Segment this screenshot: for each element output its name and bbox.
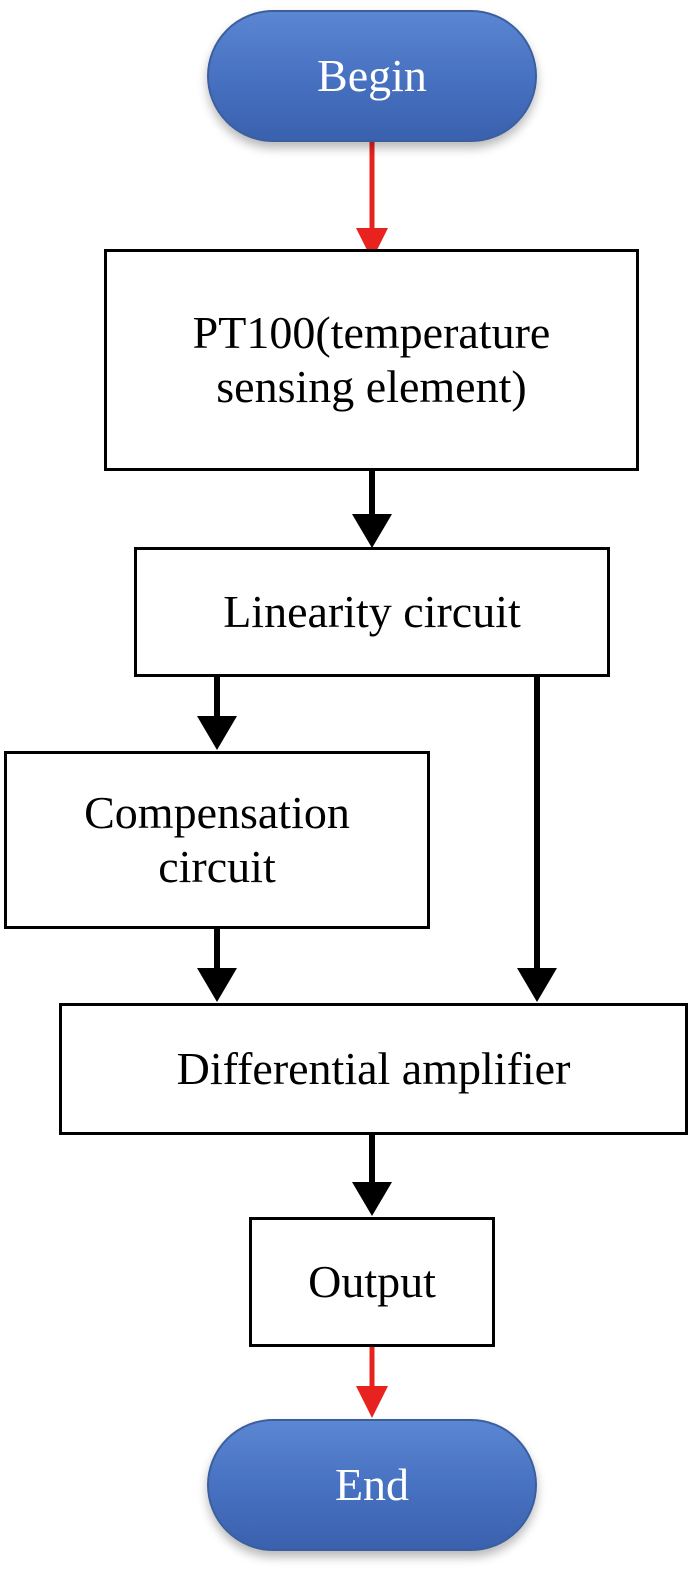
linearity-circuit-label: Linearity circuit <box>223 585 521 637</box>
pt100-label-line1: PT100(temperature <box>192 306 551 358</box>
compensation-circuit-box: Compensation circuit <box>4 751 430 929</box>
edge-compensation-to-differential <box>197 928 237 1002</box>
pt100-box: PT100(temperature sensing element) <box>104 249 639 471</box>
edge-output-to-end <box>356 1346 388 1418</box>
edge-linearity-to-compensation <box>197 676 237 750</box>
edge-pt100-to-linearity <box>352 470 392 548</box>
output-box: Output <box>249 1217 495 1347</box>
end-terminal: End <box>207 1419 537 1551</box>
output-label: Output <box>308 1255 436 1307</box>
edge-differential-to-output <box>352 1134 392 1216</box>
differential-amplifier-box: Differential amplifier <box>59 1003 688 1135</box>
edge-linearity-to-differential <box>517 676 557 1002</box>
begin-label: Begin <box>317 49 427 101</box>
edge-begin-to-pt100 <box>356 142 388 260</box>
begin-terminal: Begin <box>207 10 537 142</box>
end-label: End <box>334 1458 410 1510</box>
pt100-label-line2: sensing element) <box>216 361 527 412</box>
differential-amplifier-label: Differential amplifier <box>176 1042 571 1094</box>
linearity-circuit-box: Linearity circuit <box>134 547 610 677</box>
compensation-label-line1: Compensation <box>84 786 350 838</box>
compensation-label-line2: circuit <box>158 841 276 892</box>
